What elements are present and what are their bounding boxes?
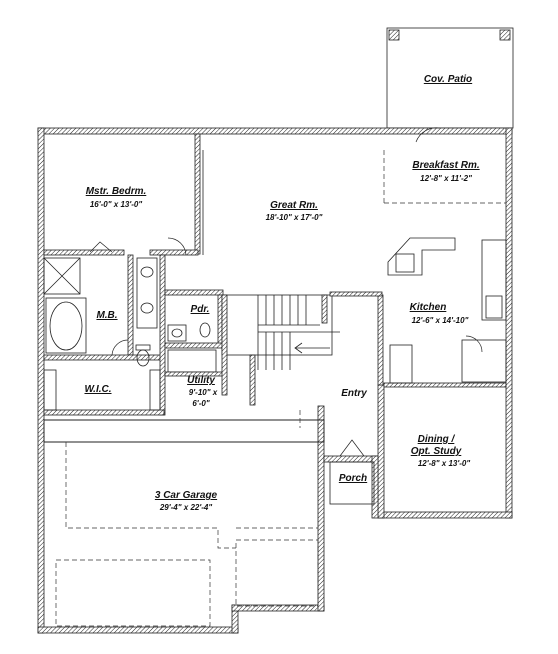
label-breakfast-rm: Breakfast Rm. — [412, 160, 479, 171]
label-utility: Utility — [187, 375, 215, 386]
label-kitchen: Kitchen — [410, 302, 447, 313]
dims-great-room: 18'-10" x 17'-0" — [266, 213, 323, 222]
label-garage: 3 Car Garage — [155, 490, 218, 501]
label-great-room: Great Rm. — [270, 200, 318, 211]
garage-outlines — [55, 410, 319, 627]
label-entry: Entry — [341, 388, 367, 399]
label-master-bedroom: Mstr. Bedrm. — [86, 186, 147, 197]
interior-walls — [43, 133, 507, 416]
dims-dining: 12'-8" x 13'-0" — [418, 459, 471, 468]
dims-kitchen: 12'-6" x 14'-10" — [412, 316, 469, 325]
dims-utility-2: 6'-0" — [192, 399, 209, 408]
label-cov-patio: Cov. Patio — [424, 74, 472, 85]
label-powder: Pdr. — [191, 304, 210, 315]
dims-utility: 9'-10" x — [189, 388, 218, 397]
label-wic: W.I.C. — [84, 384, 111, 395]
label-dining: Dining / — [418, 434, 456, 445]
dims-breakfast-rm: 12'-8" x 11'-2" — [420, 174, 472, 183]
exterior-walls — [37, 127, 513, 634]
dims-garage: 29'-4" x 22'-4" — [159, 503, 213, 512]
label-dining-2: Opt. Study — [411, 446, 462, 457]
room-labels: Cov. Patio Breakfast Rm. 12'-8" x 11'-2"… — [84, 74, 479, 512]
dims-master-bedroom: 16'-0" x 13'-0" — [90, 200, 143, 209]
door-swings — [89, 127, 483, 457]
stair-treads — [257, 295, 340, 370]
label-porch: Porch — [339, 473, 367, 484]
label-master-bath: M.B. — [96, 310, 117, 321]
